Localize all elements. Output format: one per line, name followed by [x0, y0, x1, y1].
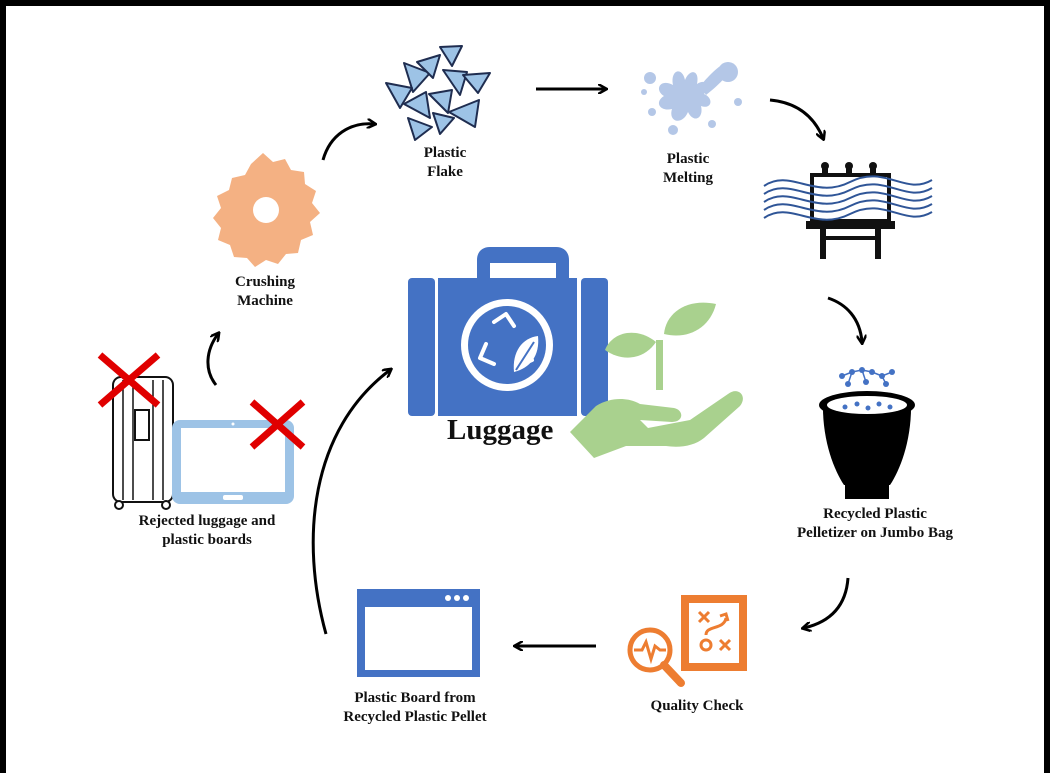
- quality-check-icon: [627, 595, 747, 687]
- pellet-bin-icon: [819, 367, 915, 499]
- arrow-rejected-to-crushing: [206, 334, 218, 386]
- reject-cross-icon-2: [249, 399, 306, 450]
- label-board: Plastic Board from Recycled Plastic Pell…: [310, 689, 520, 727]
- label-melting-line2: Melting: [663, 170, 713, 186]
- saw-blade-icon: [213, 153, 320, 267]
- label-pelletizer-line1: Recycled Plastic: [823, 506, 927, 522]
- extruder-icon: [763, 162, 933, 259]
- recycle-suitcase-icon: [408, 247, 608, 416]
- label-rejected-line2: plastic boards: [162, 532, 252, 548]
- label-crushing-line2: Machine: [237, 293, 293, 309]
- label-quality: Quality Check: [627, 697, 767, 716]
- label-pelletizer: Recycled Plastic Pelletizer on Jumbo Bag: [770, 505, 980, 543]
- window-board-icon: [357, 589, 480, 677]
- melt-splash-icon: [641, 62, 742, 135]
- flake-icon: [385, 45, 491, 141]
- arrow-crushing-to-flake: [321, 124, 374, 161]
- label-crushing: Crushing Machine: [210, 273, 320, 311]
- label-melting: Plastic Melting: [643, 150, 733, 188]
- label-crushing-line1: Crushing: [234, 274, 296, 290]
- reject-cross-icon: [97, 352, 161, 408]
- label-rejected-line1: Rejected luggage and: [138, 513, 276, 529]
- label-flake-line2: Flake: [427, 164, 463, 180]
- suitcase-icon: [112, 376, 174, 510]
- label-pelletizer-line2: Pelletizer on Jumbo Bag: [797, 525, 953, 541]
- label-board-line1: Plastic Board from: [354, 690, 476, 706]
- label-rejected: Rejected luggage and plastic boards: [107, 512, 307, 550]
- arrow-melting-to-extruder: [769, 98, 823, 138]
- tablet-icon: [172, 420, 294, 504]
- label-flake-line1: Plastic: [423, 145, 467, 161]
- label-flake: Plastic Flake: [400, 144, 490, 182]
- center-title: Luggage: [447, 414, 554, 446]
- label-quality-line1: Quality Check: [650, 698, 744, 714]
- arrow-board-to-luggage: [311, 370, 390, 635]
- label-melting-line1: Plastic: [666, 151, 710, 167]
- arrow-extruder-to-pelletizer: [827, 296, 862, 342]
- label-board-line2: Recycled Plastic Pellet: [343, 709, 487, 725]
- arrow-pelletizer-to-quality: [804, 577, 850, 628]
- hand-plant-icon: [570, 302, 743, 458]
